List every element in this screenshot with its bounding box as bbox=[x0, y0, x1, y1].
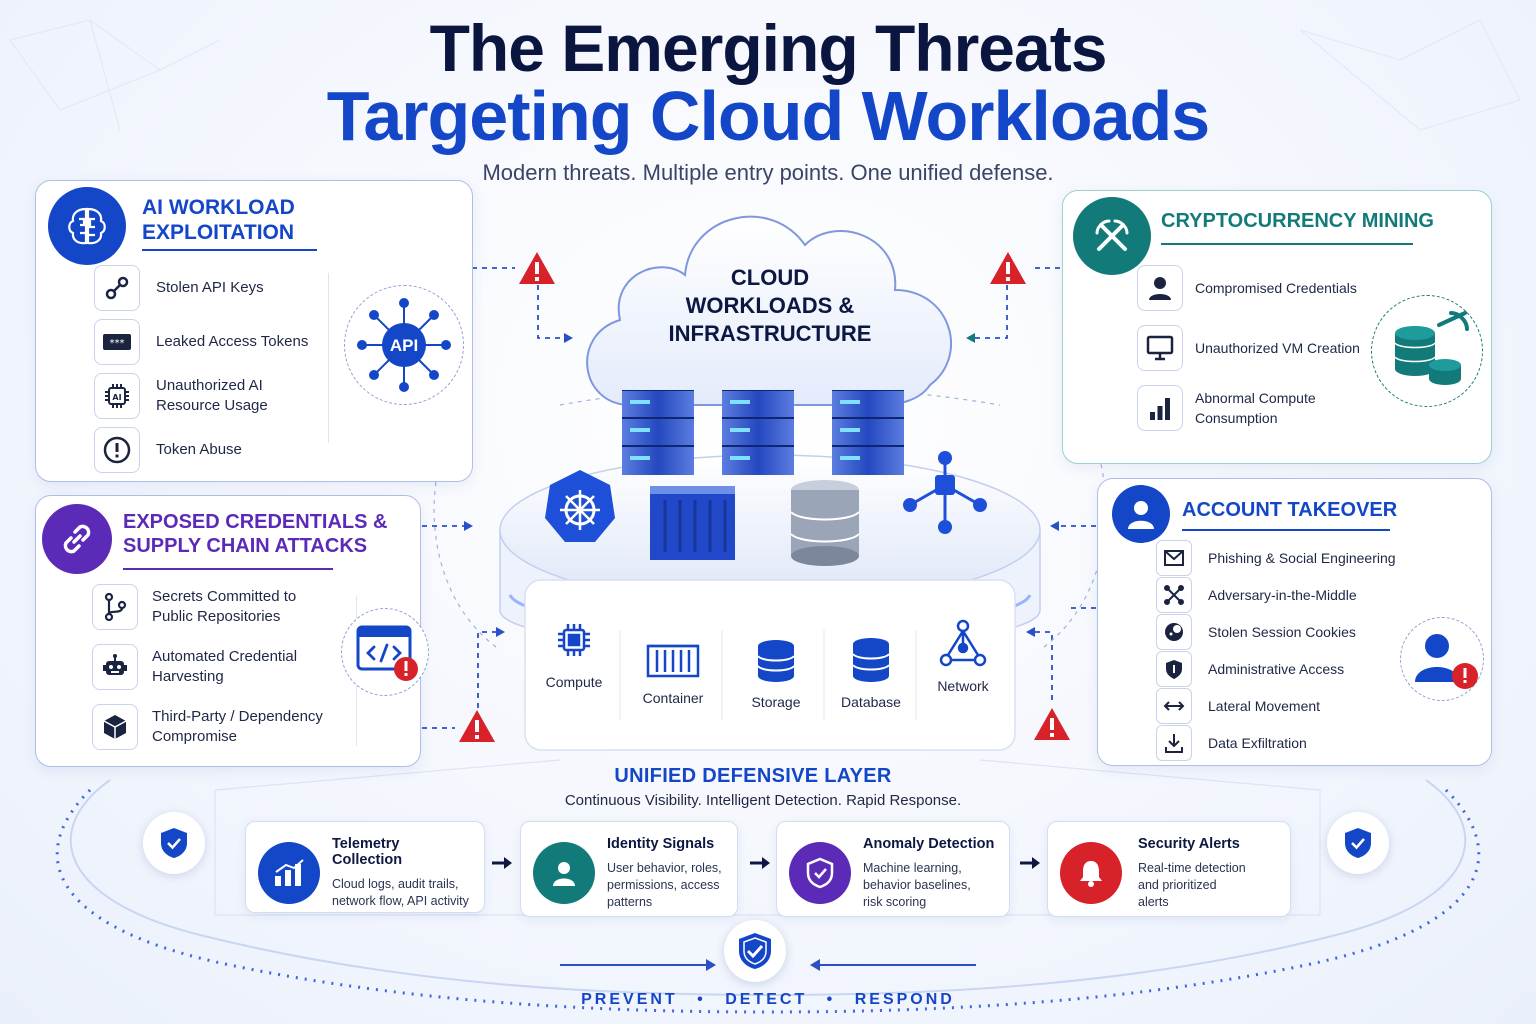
bar-chart-icon bbox=[1137, 385, 1183, 431]
service-network: Network bbox=[917, 618, 1009, 694]
platform bbox=[499, 390, 1041, 751]
shield-check-icon bbox=[1327, 812, 1389, 874]
cred-panel-rule bbox=[123, 568, 333, 570]
bell-icon bbox=[1060, 842, 1122, 904]
api-badge: API bbox=[344, 285, 464, 405]
brain-icon bbox=[48, 187, 126, 265]
arrow-right-icon bbox=[492, 857, 512, 869]
step-telemetry-collection: Telemetry Collection Cloud logs, audit t… bbox=[245, 821, 485, 913]
ai-panel-rule bbox=[142, 249, 317, 251]
service-storage: Storage bbox=[725, 638, 827, 710]
exposed-credentials-panel: EXPOSED CREDENTIALS & SUPPLY CHAIN ATTAC… bbox=[35, 495, 429, 767]
list-item: Unauthorized VM Creation bbox=[1137, 323, 1367, 373]
person-icon bbox=[533, 842, 595, 904]
crypto-panel-rule bbox=[1161, 243, 1413, 245]
defense-subtitle: Continuous Visibility. Intelligent Detec… bbox=[564, 792, 962, 809]
mail-icon bbox=[1156, 539, 1192, 576]
svg-text:***: *** bbox=[110, 338, 125, 349]
list-item: Data Exfiltration bbox=[1156, 724, 1396, 761]
warning-icon bbox=[990, 252, 1026, 284]
arrow-right-icon bbox=[750, 857, 770, 869]
arrow-right-icon bbox=[1020, 857, 1040, 869]
warning-icon bbox=[459, 710, 495, 742]
compromised-user-badge bbox=[1400, 617, 1484, 701]
list-item: Stolen Session Cookies bbox=[1156, 613, 1396, 650]
user-icon bbox=[1137, 265, 1183, 311]
list-item: Stolen API Keys bbox=[94, 263, 334, 313]
service-database: Database bbox=[825, 636, 917, 710]
lateral-arrows-icon bbox=[1156, 687, 1192, 724]
container-icon bbox=[646, 644, 700, 678]
list-item: Lateral Movement bbox=[1156, 687, 1396, 724]
svg-text:AI: AI bbox=[112, 393, 121, 402]
step-identity-signals: Identity Signals User behavior, roles,pe… bbox=[520, 821, 738, 917]
cred-panel-title: EXPOSED CREDENTIALS & SUPPLY CHAIN ATTAC… bbox=[123, 511, 388, 557]
list-item: Administrative Access bbox=[1156, 650, 1396, 687]
takeover-panel-rule bbox=[1182, 529, 1390, 531]
cloud-shape bbox=[586, 215, 953, 406]
service-container: Container bbox=[623, 640, 723, 706]
coins-badge bbox=[1371, 295, 1483, 407]
prevent-detect-respond: PREVENT • DETECT • RESPOND bbox=[581, 991, 955, 1008]
takeover-panel-title: ACCOUNT TAKEOVER bbox=[1182, 499, 1398, 521]
package-icon bbox=[92, 704, 138, 750]
chart-icon bbox=[258, 842, 320, 904]
account-icon bbox=[1112, 485, 1170, 543]
shield-check-icon bbox=[789, 842, 851, 904]
code-window-badge bbox=[341, 608, 429, 696]
warning-icon bbox=[519, 252, 555, 284]
warning-icon bbox=[1034, 708, 1070, 740]
ai-chip-icon: AI bbox=[94, 373, 140, 419]
page-title-line1: The Emerging Threats bbox=[429, 11, 1108, 85]
step-anomaly-detection: Anomaly Detection Machine learning,behav… bbox=[776, 821, 1010, 917]
takeover-panel-items: Phishing & Social Engineering Adversary-… bbox=[1156, 539, 1396, 761]
service-compute: Compute bbox=[525, 620, 623, 690]
cookie-icon bbox=[1156, 613, 1192, 650]
token-icon: *** bbox=[94, 319, 140, 365]
network-icon bbox=[939, 619, 987, 667]
crypto-panel-items: Compromised Credentials Unauthorized VM … bbox=[1137, 263, 1367, 433]
key-icon bbox=[94, 265, 140, 311]
list-item: Compromised Credentials bbox=[1137, 263, 1367, 313]
ai-workload-panel: AI WORKLOAD EXPLOITATION Stolen API Keys… bbox=[35, 180, 473, 482]
shield-icon bbox=[1156, 650, 1192, 687]
monitor-icon bbox=[1137, 325, 1183, 371]
alert-circle-icon bbox=[94, 427, 140, 473]
crypto-panel-title: CRYPTOCURRENCY MINING bbox=[1161, 210, 1434, 232]
git-branch-icon bbox=[92, 584, 138, 630]
page-title-line2: Targeting Cloud Workloads bbox=[326, 77, 1210, 155]
cpu-icon bbox=[558, 624, 590, 656]
shield-check-icon bbox=[724, 920, 786, 982]
ai-panel-title: AI WORKLOAD EXPLOITATION bbox=[142, 196, 295, 244]
account-takeover-panel: ACCOUNT TAKEOVER Phishing & Social Engin… bbox=[1097, 478, 1492, 766]
cloud-label: CLOUD WORKLOADS & INFRASTRUCTURE bbox=[668, 265, 872, 346]
download-icon bbox=[1156, 724, 1192, 761]
shield-check-icon bbox=[143, 812, 205, 874]
crypto-mining-panel: CRYPTOCURRENCY MINING Compromised Creden… bbox=[1062, 190, 1492, 464]
list-item: Token Abuse bbox=[94, 425, 334, 475]
pickaxe-icon bbox=[1073, 197, 1151, 275]
api-badge-label: API bbox=[390, 336, 418, 355]
storage-icon bbox=[757, 640, 795, 682]
database-icon bbox=[852, 638, 890, 682]
list-item: Adversary-in-the-Middle bbox=[1156, 576, 1396, 613]
page-subtitle: Modern threats. Multiple entry points. O… bbox=[482, 160, 1054, 185]
defense-title: UNIFIED DEFENSIVE LAYER bbox=[614, 765, 892, 787]
list-item: *** Leaked Access Tokens bbox=[94, 317, 334, 367]
ai-panel-items: Stolen API Keys *** Leaked Access Tokens… bbox=[94, 263, 334, 475]
robot-icon bbox=[92, 644, 138, 690]
cross-arrows-icon bbox=[1156, 576, 1192, 613]
link-icon bbox=[42, 504, 112, 574]
list-item: Phishing & Social Engineering bbox=[1156, 539, 1396, 576]
